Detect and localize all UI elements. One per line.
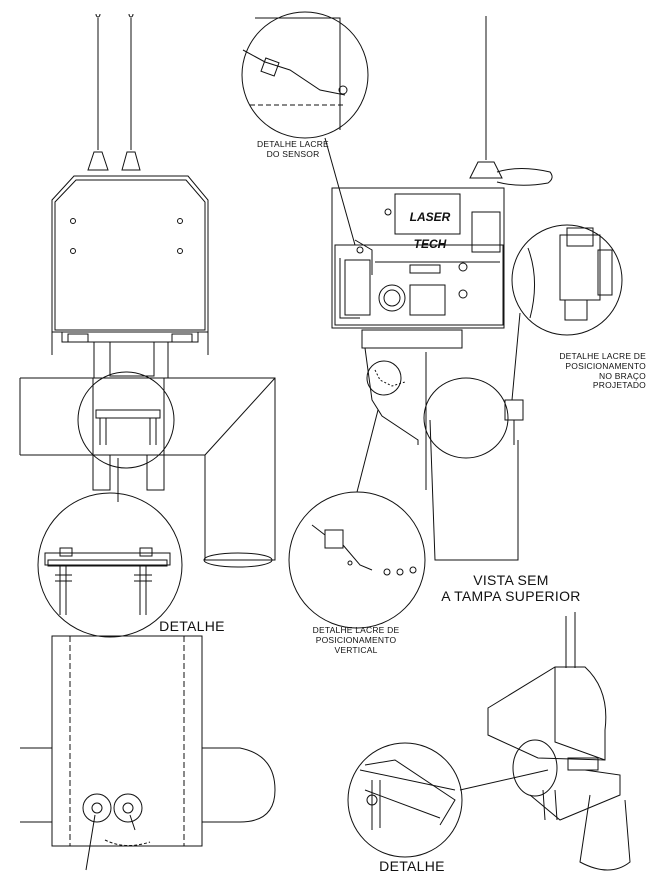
label-sensor-seal: DETALHE LACRE DO SENSOR <box>257 139 329 159</box>
side-view-no-cover <box>242 12 622 628</box>
label-vertical-seal: DETALHE LACRE DE POSICIONAMENTO VERTICAL <box>312 625 400 655</box>
label-view-without-cover: VISTA SEM A TAMPA SUPERIOR <box>441 572 581 605</box>
label-detail-right: DETALHE <box>379 858 445 874</box>
logo-line-2: TECH <box>413 236 447 251</box>
label-arm-seal: DETALHE LACRE DE POSICIONAMENTO NO BRAÇO… <box>559 351 646 391</box>
logo-line-1: LASER <box>409 210 451 225</box>
top-view-bottom-left <box>20 636 275 870</box>
isometric-view <box>348 612 630 870</box>
front-view-sensor <box>20 14 275 567</box>
label-detail-left: DETALHE <box>159 618 225 634</box>
clamp-detail <box>38 493 182 637</box>
laser-tech-logo: LASER TECH <box>400 198 460 264</box>
